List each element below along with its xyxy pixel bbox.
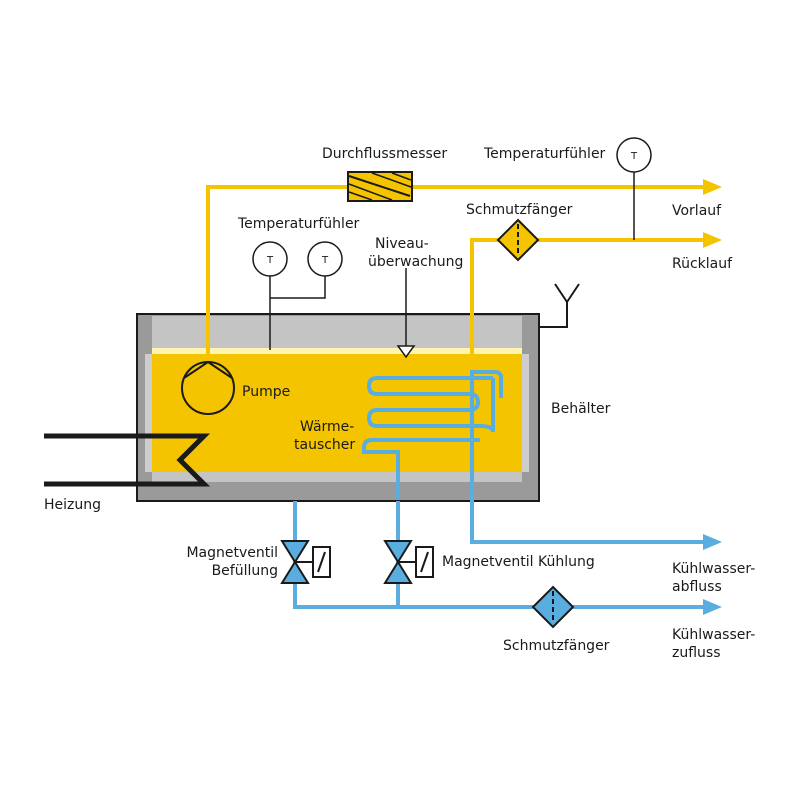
label-tank: Behälter: [551, 401, 611, 417]
coolant-drain-line: [470, 440, 705, 544]
coolant-drain-arrow: [703, 534, 722, 550]
valve-cooling: [383, 540, 434, 584]
tank-liquid-surface: [152, 348, 522, 354]
label-temp-sensor-top: Temperaturfühler: [484, 146, 606, 162]
tank-liquid-right-edge: [522, 354, 529, 472]
label-level-line2: überwachung: [368, 254, 464, 270]
heating-coil: [44, 433, 211, 487]
return-line: [470, 238, 705, 360]
label-heat-exchanger-line2: tauscher: [294, 437, 356, 453]
label-flowmeter: Durchflussmesser: [322, 146, 448, 162]
strainer-bottom: [531, 585, 575, 629]
temp-symbol-1: T: [266, 255, 274, 266]
temp-sensor-top: T: [616, 137, 652, 240]
pump: [181, 360, 235, 415]
label-level-line1: Niveau-: [375, 236, 429, 252]
valve-fill: [280, 540, 331, 584]
tank-liquid-left-edge: [145, 354, 152, 472]
label-pump: Pumpe: [242, 384, 291, 400]
temp-symbol-top: T: [630, 151, 638, 162]
label-valve-fill-line2: Befüllung: [211, 563, 278, 579]
label-heating: Heizung: [44, 497, 102, 513]
label-coolant-drain-line1: Kühlwasser-: [672, 561, 756, 577]
label-coolant-drain-line2: abfluss: [672, 579, 722, 595]
level-sensor: [396, 268, 416, 359]
label-coolant-supply-line2: zufluss: [672, 645, 721, 661]
label-heat-exchanger-line1: Wärme-: [300, 419, 355, 435]
heat-exchanger: [362, 370, 503, 500]
strainer-top: [496, 218, 540, 262]
supply-line: [206, 185, 705, 362]
temp-symbol-2: T: [321, 255, 329, 266]
label-strainer-top: Schmutzfänger: [466, 202, 573, 218]
label-valve-cool: Magnetventil Kühlung: [442, 554, 595, 570]
temp-sensors-tank: T T: [252, 241, 343, 350]
label-strainer-bottom: Schmutzfänger: [503, 638, 610, 654]
return-arrow: [703, 232, 722, 248]
supply-arrow: [703, 179, 722, 195]
coolant-supply-arrow: [703, 599, 722, 615]
vent-pipe: [539, 283, 580, 328]
label-return: Rücklauf: [672, 256, 733, 272]
label-coolant-supply-line1: Kühlwasser-: [672, 627, 756, 643]
label-valve-fill-line1: Magnetventil: [186, 545, 278, 561]
label-temp-sensor-tank: Temperaturfühler: [238, 216, 360, 232]
flowmeter: [347, 171, 413, 202]
label-supply: Vorlauf: [672, 203, 722, 219]
